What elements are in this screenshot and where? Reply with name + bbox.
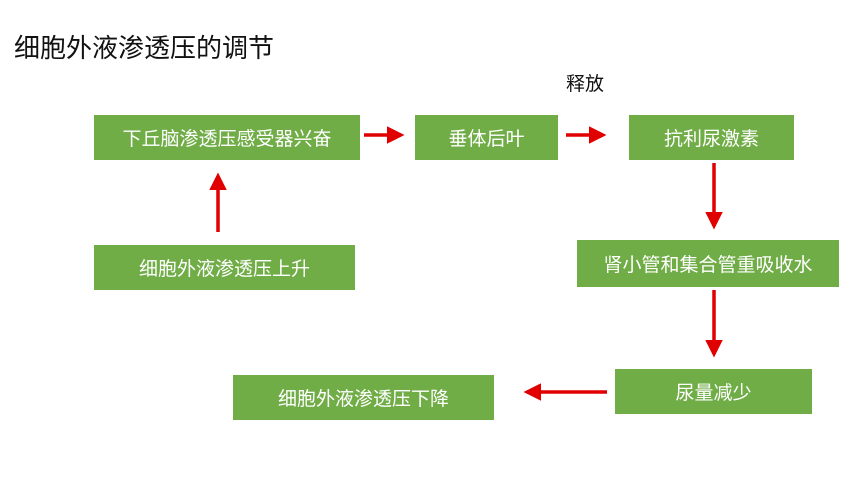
adh-box: 抗利尿激素 (629, 115, 794, 160)
release-label: 释放 (566, 73, 605, 95)
osmotic-fall-box: 细胞外液渗透压下降 (233, 375, 494, 420)
reabsorption-box: 肾小管和集合管重吸收水 (577, 240, 839, 287)
osmotic-rise-box: 细胞外液渗透压上升 (94, 245, 355, 290)
hypothalamus-box: 下丘脑渗透压感受器兴奋 (94, 115, 360, 160)
urine-decrease-box: 尿量减少 (615, 369, 812, 414)
pituitary-box: 垂体后叶 (415, 115, 558, 160)
page-title: 细胞外液渗透压的调节 (14, 34, 275, 64)
